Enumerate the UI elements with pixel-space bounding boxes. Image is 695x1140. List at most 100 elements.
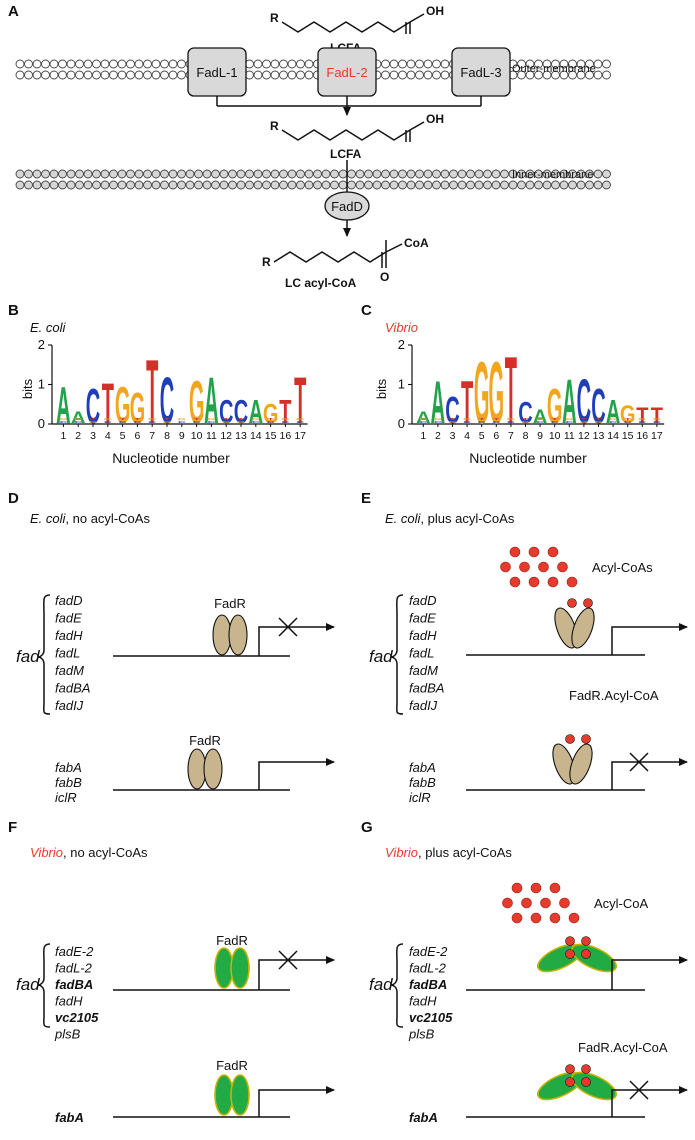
membrane-bead [134,169,144,179]
panel-f-fadr-2b [230,1074,250,1116]
membrane-bead [457,169,467,179]
panel-e-fad-label: fad [369,647,393,666]
acyl-coa-dot [538,561,549,573]
panel-f-gene-list-2: fabA [55,1110,84,1125]
membrane-bead [287,169,297,179]
membrane-bead [347,180,356,190]
membrane-bead [236,169,246,179]
acyl-coa-dot [521,897,532,909]
membrane-bead [559,180,569,190]
membrane-bead [151,180,161,190]
o-label: O [380,270,389,284]
membrane-bead [304,70,314,80]
membrane-bead [542,70,552,80]
membrane-bead [440,59,450,69]
gene-label: fadBA [55,977,93,992]
membrane-bead [109,59,118,69]
membrane-bead [66,180,76,190]
logo-x-tick-label: 9 [537,430,543,442]
logo-x-tick-label: 8 [164,430,170,442]
r-group-bottom: R [262,255,271,269]
membrane-bead [24,59,33,69]
membrane-bead [508,180,518,190]
logo-letter: G [189,368,205,436]
gene-label: fadH [55,994,83,1009]
panel-f-fadr-label-2: FadR [216,1058,248,1073]
acyl-coa-dot [530,912,542,924]
membrane-bead [211,180,220,190]
gene-label: fadBA [55,681,90,696]
panel-g-acyl-label: Acyl-CoA [594,896,649,911]
membrane-bead [423,180,433,190]
logo-minor-letter: C [207,420,215,423]
membrane-bead [177,180,186,190]
gene-label: fabA [55,760,82,775]
panel-label-b: B [8,302,19,319]
logo-x-tick-label: 7 [508,430,514,442]
logo-letter: C [577,366,591,436]
membrane-bead [466,169,475,179]
gene-label: vc2105 [55,1010,99,1025]
membrane-bead [83,59,93,69]
logo-minor-letter: T [449,417,456,420]
logo-minor-letter: G [281,417,290,420]
membrane-bead [432,169,441,179]
membrane-bead [406,59,416,69]
logo-minor-letter: C [148,420,156,423]
membrane-bead [185,180,195,190]
logo-minor-letter: C [119,420,127,423]
membrane-bead [406,70,416,80]
panel-g-title: Vibrio, plus acyl-CoAs [385,845,512,860]
logo-x-tick-label: 4 [464,430,470,442]
membrane-bead [517,169,526,179]
logo-minor-letter: C [104,420,112,423]
membrane-bead [602,169,611,179]
lc-acyl-coa-label: LC acyl-CoA [285,276,357,290]
gene-label: iclR [55,790,77,805]
gene-label: fadM [55,663,84,678]
gene-label: fadBA [409,977,447,992]
logo-x-tick-label: 14 [607,430,619,442]
membrane-bead [92,169,101,179]
oh-label-top: OH [426,4,444,18]
membrane-bead [75,180,84,190]
acyl-coa-dot [528,546,540,558]
logo-c-xlabel: Nucleotide number [469,450,587,466]
logo-letter: T [279,393,291,430]
membrane-bead [576,180,586,190]
membrane-bead [58,180,67,190]
logo-minor-letter: C [551,420,559,423]
panel-f-promoter-arrow-1 [258,956,335,990]
logo-letter: C [445,389,459,432]
logo-minor-letter: C [59,420,67,423]
membrane-bead [245,169,254,179]
membrane-bead [279,169,288,179]
logo-letter: G [547,378,563,433]
membrane-bead [160,180,169,190]
acyl-coa-dot [519,561,530,573]
panel-g-gene-list-2: fabA [409,1110,438,1125]
membrane-bead [202,169,212,179]
membrane-bead [508,169,518,179]
logo-letter: C [86,378,100,433]
membrane-bead [372,180,382,190]
membrane-bead [15,180,25,190]
panel-label-f: F [8,819,17,836]
membrane-bead [423,169,433,179]
membrane-bead [41,169,50,179]
logo-x-tick-label: 6 [134,430,140,442]
fadd-label: FadD [331,199,363,214]
fadl3-label: FadL-3 [460,65,501,80]
membrane-bead [585,180,594,190]
membrane-bead [92,180,101,190]
membrane-bead [211,169,220,179]
membrane-bead [313,180,322,190]
outer-to-inner-arrows [216,96,482,116]
membrane-bead [398,70,407,80]
membrane-bead [160,59,169,69]
logo-letter: A [71,408,85,427]
